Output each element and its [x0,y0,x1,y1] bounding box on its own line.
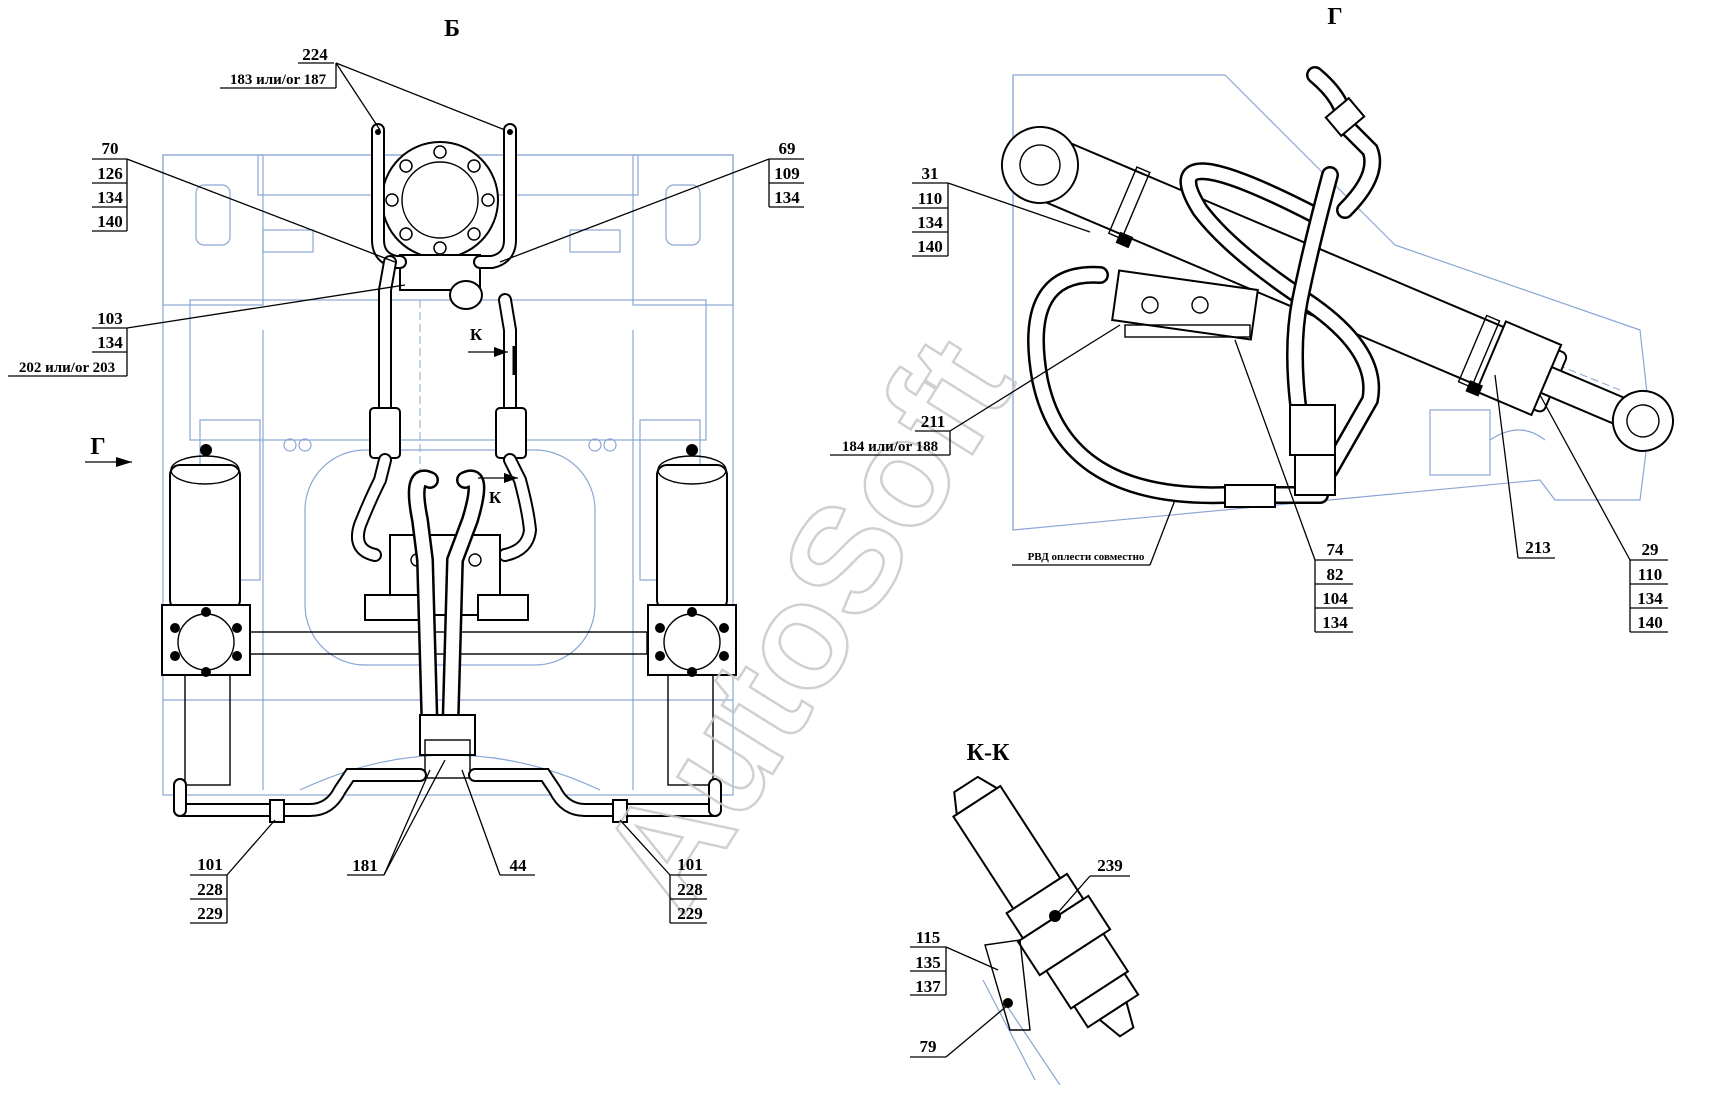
section-kk-drawing [952,775,1140,1086]
callout-74: 74 82 104 134 [1234,339,1353,633]
svg-text:137: 137 [915,977,941,996]
svg-text:134: 134 [97,333,123,352]
svg-text:31: 31 [922,164,939,183]
view-title-b: Б [444,16,460,42]
svg-text:228: 228 [197,880,223,899]
callout-70: 70 126 134 140 [92,139,396,263]
svg-text:103: 103 [97,309,123,328]
svg-text:224: 224 [302,45,328,64]
svg-text:126: 126 [97,164,123,183]
callout-31: 31 110 134 140 [912,164,1091,257]
svg-text:134: 134 [97,188,123,207]
callout-224: 224 183 или/or 187 [220,45,506,131]
svg-text:239: 239 [1097,856,1123,875]
svg-text:184 или/or 188: 184 или/or 188 [842,439,938,455]
section-arrow-k-lower: К [478,473,518,507]
svg-text:110: 110 [918,189,943,208]
svg-text:228: 228 [677,880,703,899]
callout-101-left: 101 228 229 [190,819,276,924]
note-hose-braiding: РВД оплести совместно [1012,499,1176,566]
svg-text:Г: Г [90,434,105,460]
svg-text:44: 44 [510,856,528,875]
svg-text:211: 211 [921,412,946,431]
svg-text:69: 69 [779,139,796,158]
svg-text:140: 140 [917,237,943,256]
svg-text:К: К [489,488,502,507]
svg-text:82: 82 [1327,565,1344,584]
callout-44: 44 [461,769,535,876]
view-g-drawing [1001,66,1674,531]
svg-text:РВД оплести совместно: РВД оплести совместно [1028,551,1145,563]
svg-text:181: 181 [352,856,378,875]
callout-181: 181 [347,759,446,876]
svg-text:229: 229 [197,904,223,923]
svg-text:110: 110 [1638,565,1663,584]
view-b-drawing [161,123,737,823]
callout-239: 239 [1054,856,1130,917]
callouts: 224 183 или/or 187 70 126 134 140 69 109… [8,45,1668,1058]
view-title-g: Г [1327,4,1342,30]
svg-text:79: 79 [920,1037,937,1056]
svg-text:70: 70 [102,139,119,158]
svg-text:29: 29 [1642,540,1659,559]
svg-text:134: 134 [774,188,800,207]
callout-69: 69 109 134 [499,139,804,263]
svg-text:134: 134 [917,213,943,232]
svg-text:134: 134 [1322,613,1348,632]
svg-text:74: 74 [1327,540,1345,559]
svg-text:213: 213 [1525,538,1551,557]
svg-text:104: 104 [1322,589,1348,608]
svg-text:134: 134 [1637,589,1663,608]
callout-103: 103 134 202 или/or 203 [8,284,406,377]
callout-115: 115 135 137 [910,928,999,996]
callout-29: 29 110 134 140 [1539,394,1668,633]
svg-text:101: 101 [197,855,223,874]
svg-text:229: 229 [677,904,703,923]
callout-101-right: 101 228 229 [619,819,707,924]
view-title-kk: К-К [967,740,1010,766]
callout-211: 211 184 или/or 188 [830,324,1121,456]
svg-text:101: 101 [677,855,703,874]
svg-text:140: 140 [1637,613,1663,632]
svg-text:140: 140 [97,212,123,231]
view-arrow-g: Г [85,434,132,467]
section-arrow-k-upper: К [468,325,516,375]
svg-text:135: 135 [915,953,941,972]
svg-text:109: 109 [774,164,800,183]
svg-text:183 или/or 187: 183 или/or 187 [230,72,327,88]
svg-text:202 или/or 203: 202 или/or 203 [19,360,115,376]
callout-213: 213 [1494,374,1555,559]
callout-79: 79 [910,1004,1009,1058]
svg-text:К: К [470,325,483,344]
svg-text:115: 115 [916,928,941,947]
